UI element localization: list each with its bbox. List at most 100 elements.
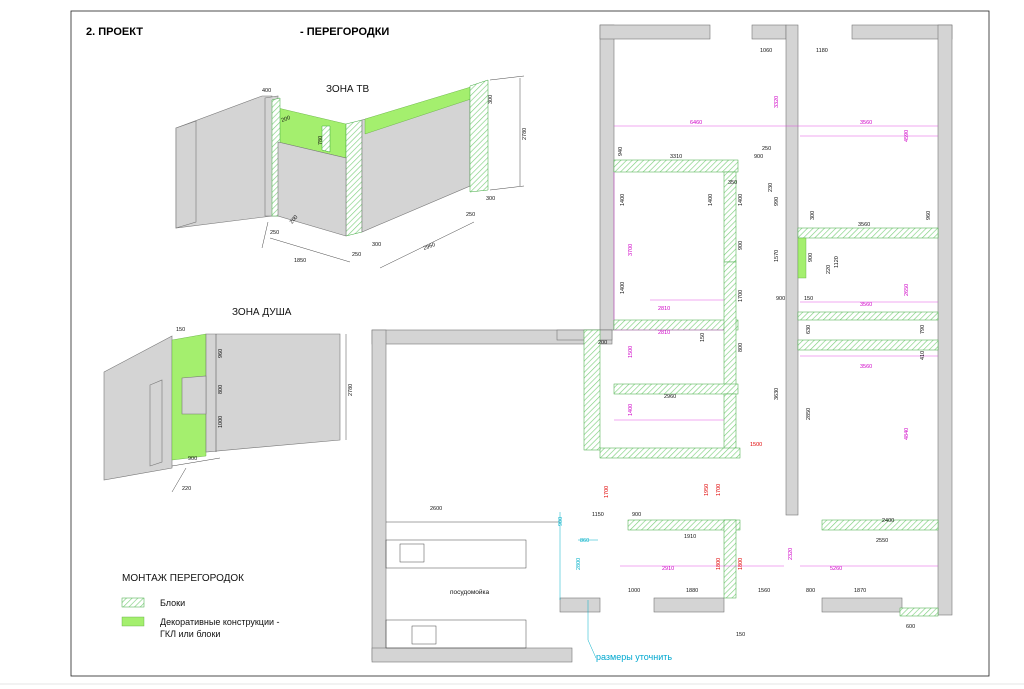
svg-text:960: 960 (218, 349, 224, 358)
legend: МОНТАЖ ПЕРЕГОРОДОК Блоки Декоративные ко… (121, 573, 280, 639)
subject-title: - ПЕРЕГОРОДКИ (300, 26, 389, 38)
svg-text:1400: 1400 (708, 194, 714, 206)
svg-text:410: 410 (920, 351, 926, 360)
svg-text:1700: 1700 (604, 486, 610, 498)
svg-text:3700: 3700 (628, 244, 634, 256)
svg-text:3560: 3560 (860, 302, 872, 308)
svg-text:900: 900 (558, 517, 564, 526)
svg-text:150: 150 (804, 296, 813, 302)
svg-text:2320: 2320 (788, 548, 794, 560)
svg-text:800: 800 (738, 343, 744, 352)
svg-text:400: 400 (262, 88, 271, 94)
svg-text:2960: 2960 (664, 394, 676, 400)
svg-text:250: 250 (270, 230, 279, 236)
legend-title: МОНТАЖ ПЕРЕГОРОДОК (122, 573, 244, 584)
svg-text:2810: 2810 (658, 306, 670, 312)
svg-text:800: 800 (218, 385, 224, 394)
svg-text:1400: 1400 (620, 282, 626, 294)
svg-text:1400: 1400 (628, 404, 634, 416)
svg-text:3560: 3560 (860, 120, 872, 126)
svg-text:3630: 3630 (774, 388, 780, 400)
svg-text:1800: 1800 (738, 558, 744, 570)
svg-text:250: 250 (466, 212, 475, 218)
svg-text:900: 900 (738, 241, 744, 250)
svg-text:1700: 1700 (738, 290, 744, 302)
legend-blocks-label: Блоки (160, 598, 185, 608)
svg-text:1570: 1570 (774, 250, 780, 262)
svg-text:2960: 2960 (423, 242, 437, 252)
svg-text:1800: 1800 (716, 558, 722, 570)
svg-text:900: 900 (188, 456, 197, 462)
svg-text:150: 150 (700, 333, 706, 342)
svg-text:220: 220 (182, 486, 191, 492)
svg-text:1000: 1000 (218, 416, 224, 428)
svg-text:1850: 1850 (294, 258, 306, 264)
zone-shower-title: ЗОНА ДУША (232, 307, 292, 318)
svg-text:1150: 1150 (592, 512, 604, 518)
legend-deco-label-2: ГКЛ или блоки (160, 629, 220, 639)
svg-text:960: 960 (926, 211, 932, 220)
svg-text:1700: 1700 (716, 484, 722, 496)
svg-text:1870: 1870 (854, 588, 866, 594)
svg-text:3560: 3560 (858, 222, 870, 228)
svg-text:200: 200 (289, 214, 300, 225)
legend-deco-swatch (121, 616, 145, 627)
svg-text:2780: 2780 (348, 384, 354, 396)
svg-text:350: 350 (728, 180, 737, 186)
section-title: 2. ПРОЕКТ (86, 26, 143, 38)
svg-text:150: 150 (176, 327, 185, 333)
svg-text:2910: 2910 (662, 566, 674, 572)
svg-text:1950: 1950 (704, 484, 710, 496)
svg-text:1000: 1000 (628, 588, 640, 594)
svg-text:300: 300 (810, 211, 816, 220)
svg-text:200: 200 (281, 115, 292, 124)
svg-text:1880: 1880 (686, 588, 698, 594)
svg-text:3320: 3320 (774, 96, 780, 108)
svg-text:3560: 3560 (860, 364, 872, 370)
svg-text:250: 250 (762, 146, 771, 152)
floor-plan: посудомойка размеры уточнить 1060 1180 2… (371, 24, 953, 663)
svg-text:220: 220 (826, 265, 832, 274)
svg-text:2850: 2850 (806, 408, 812, 420)
svg-text:780: 780 (318, 136, 324, 145)
svg-text:2400: 2400 (882, 518, 894, 524)
svg-text:230: 230 (768, 183, 774, 192)
svg-text:2800: 2800 (576, 558, 582, 570)
svg-text:300: 300 (372, 242, 381, 248)
svg-text:900: 900 (776, 296, 785, 302)
svg-text:1400: 1400 (738, 194, 744, 206)
clarify-note: размеры уточнить (596, 652, 672, 662)
svg-text:4590: 4590 (904, 130, 910, 142)
svg-text:150: 150 (736, 632, 745, 638)
plan-deco-element (797, 237, 807, 279)
svg-text:2780: 2780 (522, 128, 528, 140)
svg-text:5260: 5260 (830, 566, 842, 572)
svg-text:1560: 1560 (758, 588, 770, 594)
svg-text:860: 860 (580, 538, 589, 544)
svg-text:600: 600 (906, 624, 915, 630)
svg-text:300: 300 (488, 95, 494, 104)
svg-text:800: 800 (806, 588, 815, 594)
svg-text:1910: 1910 (684, 534, 696, 540)
svg-text:250: 250 (352, 252, 361, 258)
svg-text:1400: 1400 (620, 194, 626, 206)
svg-text:900: 900 (632, 512, 641, 518)
svg-text:630: 630 (806, 325, 812, 334)
svg-text:900: 900 (808, 253, 814, 262)
legend-blocks-swatch (121, 597, 145, 608)
svg-text:1180: 1180 (816, 48, 828, 54)
svg-text:1500: 1500 (628, 346, 634, 358)
svg-text:2550: 2550 (876, 538, 888, 544)
svg-text:940: 940 (618, 147, 624, 156)
svg-text:2810: 2810 (658, 330, 670, 336)
zone-tv-view: ЗОНА ТВ 400 200 780 2780 300 250 200 185… (175, 75, 528, 269)
svg-text:3310: 3310 (670, 154, 682, 160)
svg-text:2650: 2650 (904, 284, 910, 296)
zone-tv-title: ЗОНА ТВ (326, 84, 369, 95)
svg-text:900: 900 (754, 154, 763, 160)
svg-text:990: 990 (774, 197, 780, 206)
zone-shower-view: ЗОНА ДУША 150 960 800 1000 900 220 2780 (103, 307, 354, 493)
svg-text:200: 200 (598, 340, 607, 346)
svg-text:4840: 4840 (904, 428, 910, 440)
legend-deco-label-1: Декоративные конструкции - (160, 617, 280, 627)
